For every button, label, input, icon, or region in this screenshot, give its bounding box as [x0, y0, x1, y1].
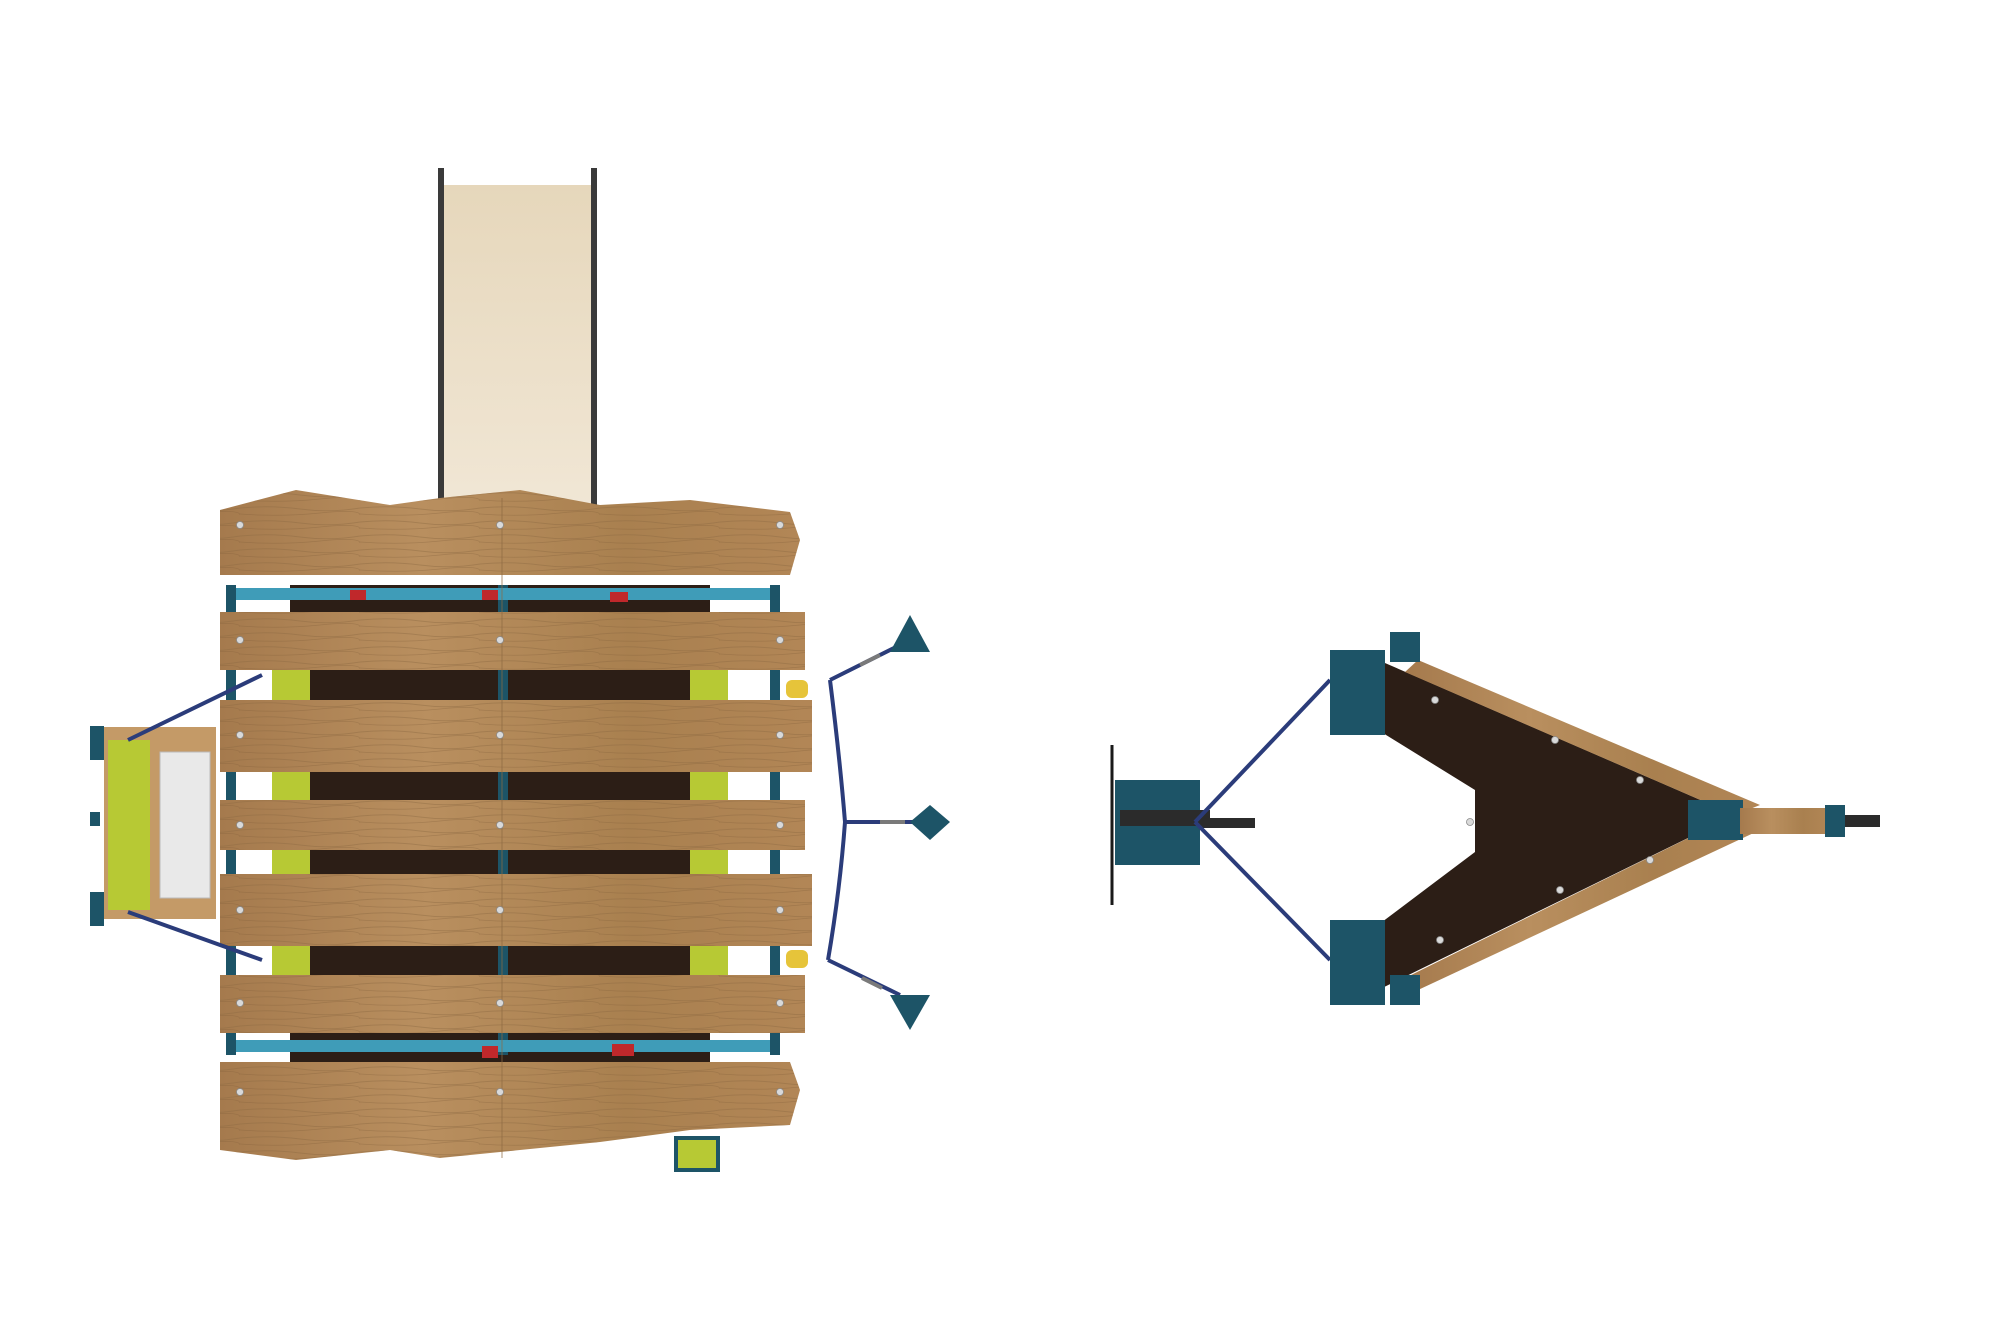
anchor-plate-icon	[890, 615, 950, 1030]
slide-rail-left	[438, 168, 444, 513]
platform-floor	[1378, 660, 1735, 990]
chain-icon	[859, 653, 905, 990]
platform-edge-bottom	[1405, 815, 1760, 990]
ladder-rail-left	[108, 740, 150, 910]
rope-anchors	[786, 615, 950, 1030]
ladder	[90, 726, 216, 926]
platform-bracket-top	[1330, 650, 1385, 735]
ladder-clamp-bottom	[90, 892, 104, 926]
platform-edge-top	[1405, 660, 1760, 815]
playground-tower-with-slide	[90, 168, 950, 1172]
swing-ropes	[1193, 678, 1332, 962]
tip-shaft	[1845, 815, 1880, 827]
platform-bracket-bottom	[1330, 920, 1385, 1005]
slide	[438, 168, 597, 515]
rope-swing-triangle	[1110, 632, 1880, 1005]
platform-tip-beam	[1740, 808, 1830, 834]
pivot-shaft	[1200, 818, 1255, 828]
ladder-step	[159, 751, 211, 899]
ladder-clamp-top	[90, 726, 104, 760]
yellow-clamp	[786, 680, 808, 968]
view-right-label: rope-swing-triangle	[0, 0, 2, 2]
bolt-icon	[1431, 696, 1654, 944]
ladder-ropes	[127, 673, 263, 962]
wood-planks	[220, 490, 812, 1160]
v-platform	[1330, 632, 1880, 1005]
slide-chute	[443, 185, 593, 515]
platform-tip-bracket	[1688, 800, 1743, 840]
rope-net-edge	[826, 679, 848, 961]
slide-rail-right	[591, 168, 597, 513]
ladder-clamp-mid	[90, 812, 100, 826]
red-brackets	[350, 590, 634, 1058]
pivot-mount	[1110, 745, 1255, 905]
bolt-icon	[236, 521, 784, 1096]
bottom-mount	[674, 1136, 720, 1172]
